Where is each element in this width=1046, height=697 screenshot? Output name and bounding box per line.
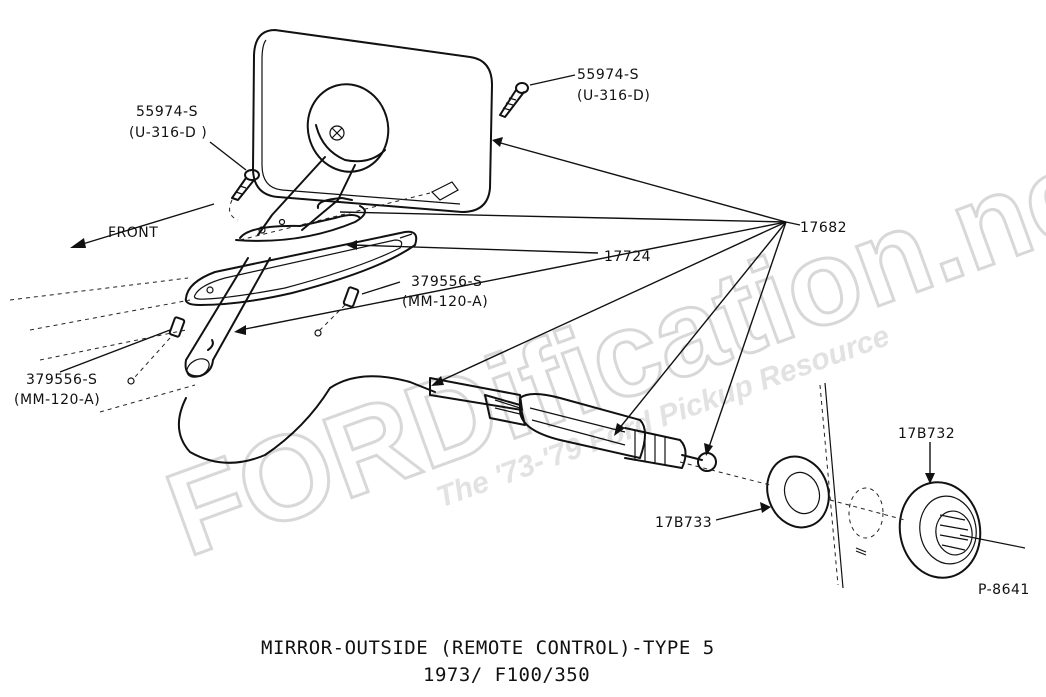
label-screw-right-code: (U-316-D) bbox=[577, 88, 650, 104]
label-screw-left-code: (U-316-D ) bbox=[129, 125, 207, 141]
screw-right-icon bbox=[499, 82, 529, 118]
label-17724: 17724 bbox=[604, 249, 651, 265]
label-drawing-number: P-8641 bbox=[978, 582, 1030, 598]
mirror-arm bbox=[235, 83, 390, 242]
label-17b733: 17B733 bbox=[655, 515, 712, 531]
small-marks bbox=[855, 547, 867, 556]
bolt-right-icon bbox=[314, 286, 360, 337]
gasket-ring bbox=[848, 487, 884, 539]
door-panel bbox=[819, 382, 844, 589]
control-cable bbox=[178, 375, 436, 464]
leader-lines bbox=[59, 74, 935, 521]
bolt-left-icon bbox=[127, 316, 186, 385]
washer bbox=[766, 455, 830, 529]
label-bolt-right-part: 379556-S bbox=[411, 274, 482, 290]
label-screw-right-part: 55974-S bbox=[577, 67, 639, 83]
label-screw-left-part: 55974-S bbox=[136, 104, 198, 120]
mirror-head bbox=[252, 29, 493, 213]
cable-tube bbox=[184, 257, 271, 378]
projection-lines bbox=[9, 192, 1026, 549]
base-plate bbox=[184, 230, 418, 306]
label-bolt-left-code: (MM-120-A) bbox=[14, 392, 100, 408]
label-17682: 17682 bbox=[800, 220, 847, 236]
caption-title: MIRROR-OUTSIDE (REMOTE CONTROL)-TYPE 5 bbox=[261, 637, 715, 659]
watermark: FORDification.net The '73-'79 Ford Picku… bbox=[149, 108, 1046, 583]
label-front: FRONT bbox=[108, 225, 158, 241]
label-17b732: 17B732 bbox=[898, 426, 955, 442]
control-handle bbox=[429, 377, 717, 472]
bezel-nut bbox=[898, 481, 982, 579]
front-arrow bbox=[70, 203, 215, 248]
label-bolt-right-code: (MM-120-A) bbox=[402, 294, 488, 310]
caption-subtitle: 1973/ F100/350 bbox=[423, 664, 590, 686]
label-bolt-left-part: 379556-S bbox=[26, 372, 97, 388]
watermark-main: FORDification.net bbox=[151, 109, 1046, 581]
screw-left-icon bbox=[229, 169, 260, 221]
